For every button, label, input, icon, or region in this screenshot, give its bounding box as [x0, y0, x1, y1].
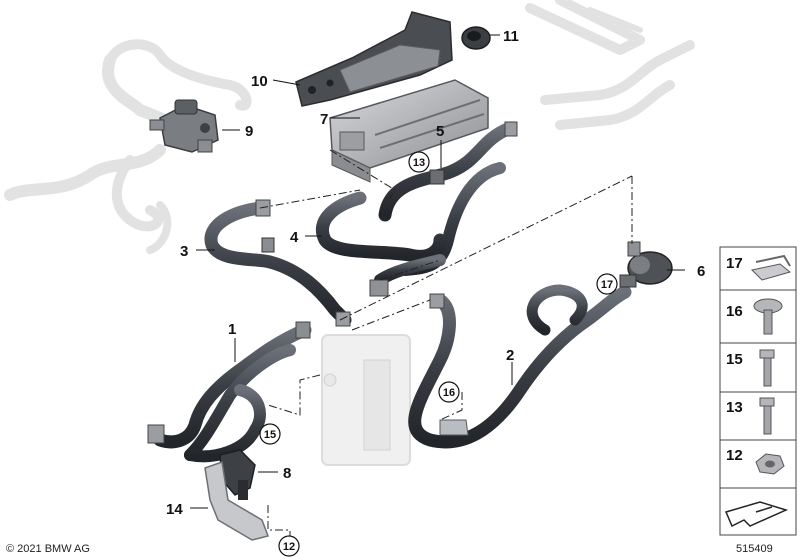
callout-6: 6: [697, 263, 705, 280]
callout-5: 5: [436, 123, 444, 140]
circled-callout-12: 12: [278, 535, 300, 557]
assembly-lines: [259, 149, 633, 545]
hose-2[interactable]: [408, 284, 632, 449]
callout-10: 10: [251, 73, 268, 90]
fastener-panel: 17 16 15 13 12: [719, 246, 797, 536]
diagram-id: 515409: [736, 543, 773, 555]
grommet-11[interactable]: [461, 26, 491, 50]
heater-7[interactable]: [329, 79, 489, 183]
panel-item-12-label: 12: [726, 447, 743, 464]
copyright-text: © 2021 BMW AG: [6, 543, 90, 555]
panel-item-16-label: 16: [726, 303, 743, 320]
nut-12-icon: [755, 453, 785, 475]
nut-clip-17-icon: [750, 254, 792, 281]
callout-3: 3: [180, 243, 188, 260]
circled-13-label: 13: [413, 157, 425, 169]
callout-2: 2: [506, 347, 514, 364]
hose-4[interactable]: [316, 191, 447, 297]
circled-callout-13: 13: [408, 151, 430, 173]
pump-6[interactable]: [619, 241, 673, 288]
circled-callout-16: 16: [438, 381, 460, 403]
leader-lines: [190, 34, 685, 509]
panel-item-13-label: 13: [726, 399, 743, 416]
bolt-13-icon: [759, 397, 775, 435]
bolt-15-icon: [759, 349, 775, 387]
valve-block-9[interactable]: [149, 99, 219, 153]
ghost-context-pipes: [4, 0, 695, 254]
circled-callout-17: 17: [596, 273, 618, 295]
panel-item-15-label: 15: [726, 351, 743, 368]
callout-9: 9: [245, 123, 253, 140]
circled-15-label: 15: [264, 429, 276, 441]
callout-8: 8: [283, 465, 291, 482]
hose-clip[interactable]: [439, 419, 469, 436]
callout-14: 14: [166, 501, 183, 518]
callout-7: 7: [320, 111, 328, 128]
callout-1: 1: [228, 321, 236, 338]
panel-item-17-label: 17: [726, 255, 743, 272]
callout-11: 11: [503, 28, 519, 45]
circled-16-label: 16: [443, 387, 455, 399]
callout-4: 4: [290, 229, 299, 246]
circled-12-label: 12: [283, 541, 295, 553]
circled-17-label: 17: [601, 279, 613, 291]
hose-1[interactable]: [147, 321, 312, 463]
hose-3[interactable]: [204, 199, 352, 327]
bracket-10[interactable]: [295, 11, 453, 107]
circled-callout-15: 15: [259, 423, 281, 445]
ghost-cooler-module: [321, 334, 411, 466]
arrow-symbol-icon: [724, 501, 789, 528]
bracket-14[interactable]: [204, 460, 269, 541]
screw-16-icon: [753, 298, 783, 335]
